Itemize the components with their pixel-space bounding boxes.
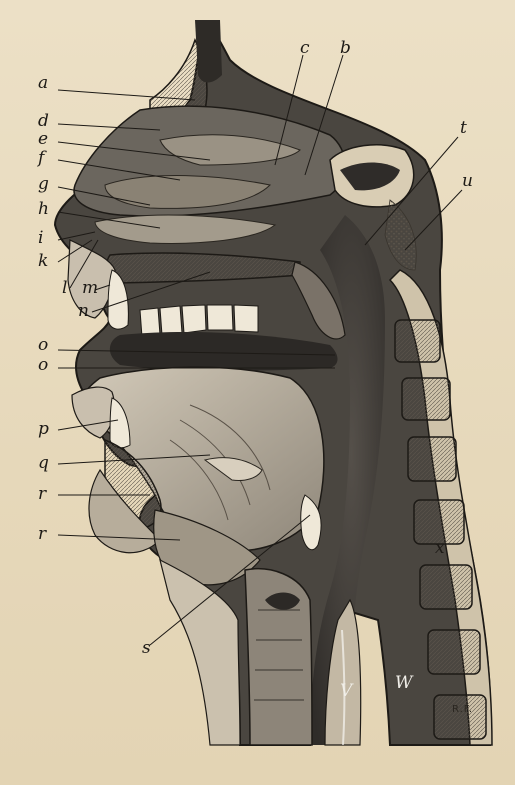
label-V: V (340, 683, 352, 700)
label-t: t (460, 120, 467, 137)
label-o-upper: o (38, 337, 48, 354)
frontal-sinus (195, 20, 222, 83)
label-o-lower: o (38, 357, 48, 374)
lower-lip (72, 387, 114, 438)
label-r-lower: r (38, 526, 46, 543)
label-q: q (38, 455, 49, 472)
label-a: a (38, 75, 48, 92)
label-f: f (38, 150, 44, 167)
label-b: b (340, 40, 351, 57)
label-g: g (38, 176, 49, 193)
label-d: d (38, 113, 49, 130)
label-h: h (38, 201, 49, 218)
label-x: x (435, 540, 445, 557)
label-s: s (142, 640, 151, 657)
label-W: W (395, 675, 412, 692)
label-r-upper: r (38, 486, 46, 503)
label-c: c (300, 40, 310, 57)
label-i: i (38, 230, 43, 247)
label-k: k (38, 253, 48, 270)
label-u: u (462, 173, 473, 190)
artist-signature: R.F. (452, 704, 473, 715)
label-p: p (38, 421, 49, 438)
label-m: m (82, 280, 98, 297)
label-l: l (62, 280, 67, 297)
label-e: e (38, 131, 48, 148)
label-n: n (78, 303, 89, 320)
